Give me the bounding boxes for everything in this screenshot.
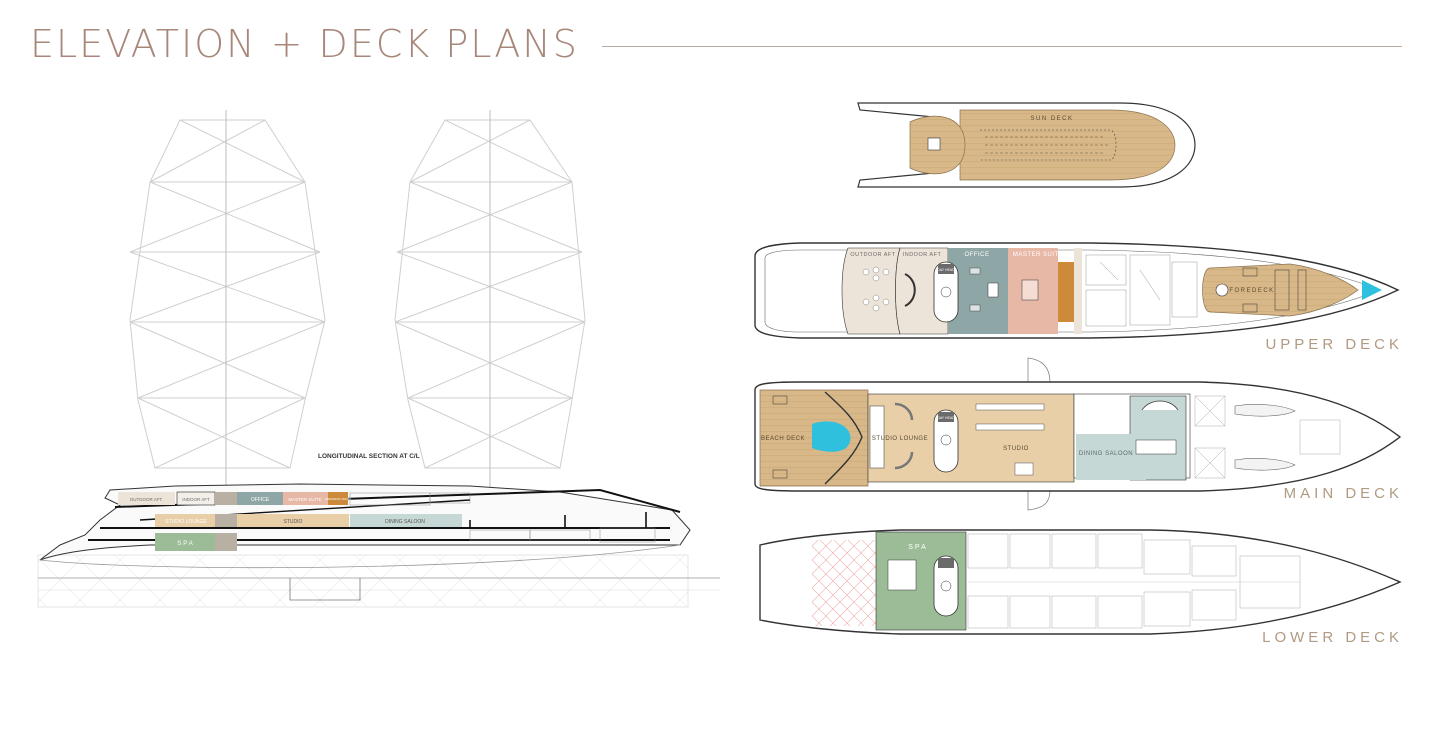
lower-deck-plan: SPA (759, 529, 1402, 635)
elev-dressing (328, 492, 348, 505)
main-label-beach-deck: BEACH DECK (761, 436, 805, 442)
elevation-section: OUTDOOR AFT INDOOR AFT OFFICE MASTER SUI… (37, 483, 720, 608)
main-pool (812, 421, 851, 452)
sun-deck-label: SUN DECK (1030, 116, 1073, 122)
elev-label-master-suite: MASTER SUITE (288, 497, 321, 502)
upper-dressing (1058, 262, 1074, 322)
main-deck-label: MAIN DECK (1284, 485, 1403, 502)
aft-mast (129, 110, 326, 490)
upper-day-head-label: DAY HEAD (937, 268, 955, 272)
upper-foredeck (1202, 263, 1359, 317)
elev-label-dressing: DRESSING ROOM (325, 497, 351, 501)
upper-label-foredeck: FOREDECK (1229, 288, 1274, 294)
upper-day-head (933, 261, 959, 323)
elev-spa (155, 533, 215, 551)
elev-office (237, 492, 283, 505)
sun-deck-plan: SUN DECK (857, 102, 1196, 188)
upper-label-office: OFFICE (965, 252, 990, 258)
elev-label-indoor-aft: INDOOR AFT (182, 497, 210, 502)
upper-label-indoor-aft: INDOOR AFT (903, 252, 942, 258)
elev-label-outdoor-aft: OUTDOOR AFT (130, 497, 163, 502)
main-label-studio-lounge: STUDIO LOUNGE (872, 436, 928, 442)
main-day-head (933, 409, 959, 473)
elev-label-studio: STUDIO (284, 519, 303, 525)
keel (289, 578, 361, 601)
lower-deck-label: LOWER DECK (1262, 629, 1403, 646)
page-title: ELEVATION + DECK PLANS (30, 22, 579, 66)
title-divider (602, 46, 1402, 47)
elev-studio-lounge (155, 514, 215, 527)
elev-stair (215, 492, 237, 505)
elev-master-suite (283, 492, 328, 505)
elevation-grid (37, 554, 689, 608)
lower-red-zone (812, 540, 876, 626)
elev-outdoor-aft (118, 492, 175, 505)
elev-label-spa: SPA (177, 541, 195, 547)
elev-label-office: OFFICE (251, 497, 270, 503)
sails-rig (129, 110, 586, 490)
fore-mast (394, 110, 586, 490)
section-label: LONGITUDINAL SECTION AT C/L (318, 453, 420, 460)
main-day-head-label: DAY HEAD (937, 416, 955, 420)
elev-dining-saloon (350, 514, 462, 527)
main-label-studio: STUDIO (1003, 446, 1029, 452)
main-label-dining-saloon: DINING SALOON (1079, 451, 1133, 457)
upper-outdoor-aft (841, 247, 901, 335)
elev-studio (237, 514, 349, 527)
upper-label-master-suite: MASTER SUITE (1013, 252, 1063, 258)
lower-label-spa: SPA (908, 544, 928, 551)
upper-label-outdoor-aft: OUTDOOR AFT (850, 252, 895, 258)
main-deck-plan: DAY HEAD BEACH DECK STUDIO LOUNGE STUDIO… (754, 357, 1402, 511)
upper-deck-plan: DAY HEAD OUTDOOR AFT INDOOR AFT O (754, 242, 1400, 339)
upper-deck-label: UPPER DECK (1265, 336, 1403, 353)
upper-bow-pool (1362, 280, 1382, 300)
elev-label-studio-lounge: STUDIO LOUNGE (165, 519, 207, 525)
elev-label-dining: DINING SALOON (385, 519, 425, 525)
